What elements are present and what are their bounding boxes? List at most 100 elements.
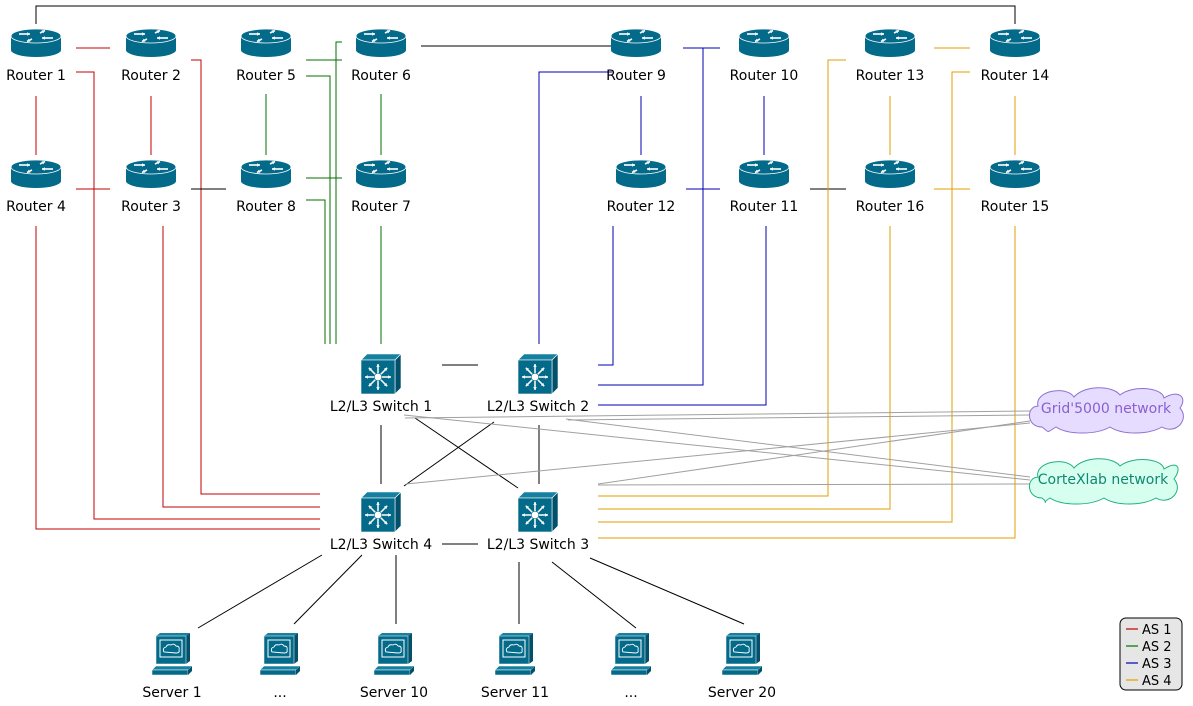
router-icon	[864, 28, 916, 57]
router-label: Router 11	[730, 199, 799, 215]
router-label: Router 10	[730, 68, 799, 84]
link-r8-s1	[306, 199, 326, 344]
cloud-shape	[1029, 458, 1179, 505]
network-label: Grid'5000 network	[1041, 401, 1172, 417]
link-r5-s1	[306, 75, 331, 344]
server-label: ...	[273, 685, 286, 701]
links-layer	[35, 5, 1031, 629]
router-label: Router 15	[981, 199, 1050, 215]
legend-label: AS 2	[1142, 640, 1172, 655]
switch-1: L2/L3 Switch 1	[330, 353, 432, 415]
server-srv1: Server 1	[142, 633, 202, 701]
server-srv11: Server 11	[481, 633, 549, 701]
legend-item: AS 1	[1126, 623, 1172, 638]
link-r2-s4	[191, 59, 320, 495]
switch-3: L2/L3 Switch 3	[487, 491, 589, 553]
router-16: Router 16	[856, 159, 925, 215]
cloud-shape	[1029, 387, 1184, 434]
router-label: Router 14	[981, 68, 1050, 84]
router-label: Router 12	[607, 199, 676, 215]
router-1: Router 1	[6, 28, 66, 84]
link-s1-grid	[404, 410, 1031, 419]
server-label: Server 20	[708, 685, 776, 701]
router-icon	[125, 28, 177, 57]
switch-icon	[517, 353, 559, 395]
switch-4: L2/L3 Switch 4	[330, 491, 432, 553]
link-s3-srv20	[589, 557, 745, 625]
server-label: ...	[624, 685, 637, 701]
router-13: Router 13	[856, 28, 925, 84]
link-s3-srv-b	[551, 561, 637, 629]
router-label: Router 5	[236, 68, 296, 84]
grid-network-cloud: Grid'5000 network	[1029, 387, 1184, 434]
server-icon	[721, 633, 763, 676]
link-r1-r14	[35, 5, 1016, 24]
router-label: Router 2	[121, 68, 181, 84]
link-r3-s4	[162, 226, 320, 508]
router-icon	[10, 28, 62, 57]
router-icon	[989, 159, 1041, 188]
router-label: Router 3	[121, 199, 181, 215]
server-icon	[610, 633, 652, 676]
router-12: Router 12	[607, 159, 676, 215]
link-r10-s2	[598, 47, 720, 386]
cortex-network-cloud: CorteXlab network	[1029, 458, 1179, 505]
router-icon	[10, 159, 62, 188]
switch-icon	[360, 491, 402, 533]
router-icon	[864, 159, 916, 188]
router-icon	[738, 159, 790, 188]
router-label: Router 13	[856, 68, 925, 84]
link-r13-s3	[598, 59, 846, 497]
server-label: Server 11	[481, 685, 549, 701]
network-label: CorteXlab network	[1038, 472, 1169, 488]
link-r12-s2	[598, 226, 614, 366]
switch-icon	[360, 353, 402, 395]
server-srv10: Server 10	[360, 633, 428, 701]
router-9: Router 9	[606, 28, 666, 84]
link-r15-s3	[598, 226, 1016, 539]
link-s2-cortex	[565, 418, 1031, 478]
server-srv_a: ...	[259, 633, 301, 701]
server-srv20: Server 20	[708, 633, 776, 701]
link-s2-s4	[403, 421, 495, 487]
router-label: Router 1	[6, 68, 66, 84]
router-icon	[240, 28, 292, 57]
router-label: Router 7	[351, 199, 411, 215]
router-2: Router 2	[121, 28, 181, 84]
server-icon	[494, 633, 536, 676]
switch-icon	[517, 491, 559, 533]
server-label: Server 10	[360, 685, 428, 701]
router-icon	[355, 159, 407, 188]
link-r4-s4	[35, 226, 320, 530]
legend-item: AS 3	[1126, 657, 1172, 672]
link-s4-srv-a	[293, 554, 363, 625]
switch-label: L2/L3 Switch 2	[487, 399, 589, 415]
router-label: Router 16	[856, 199, 925, 215]
legend-item: AS 4	[1126, 674, 1172, 689]
legend: AS 1 AS 2 AS 3 AS 4	[1119, 617, 1183, 691]
router-label: Router 6	[351, 68, 411, 84]
router-11: Router 11	[730, 159, 799, 215]
link-s3-grid	[597, 420, 1031, 485]
link-r1-s4	[76, 71, 320, 520]
router-icon	[738, 28, 790, 57]
link-r6-s1-a	[335, 41, 342, 344]
server-icon	[373, 633, 415, 676]
router-icon	[240, 159, 292, 188]
router-7: Router 7	[351, 159, 411, 215]
router-15: Router 15	[981, 159, 1050, 215]
switch-label: L2/L3 Switch 3	[487, 537, 589, 553]
link-s1-s3	[414, 417, 519, 489]
link-r14-s3	[598, 71, 970, 523]
link-s1-cortex	[403, 414, 1031, 481]
switch-label: L2/L3 Switch 4	[330, 537, 432, 553]
legend-label: AS 1	[1142, 623, 1172, 638]
link-s2-grid	[567, 414, 1031, 421]
router-6: Router 6	[351, 28, 411, 84]
server-icon	[151, 633, 193, 676]
legend-label: AS 4	[1142, 674, 1172, 689]
router-label: Router 4	[6, 199, 66, 215]
router-icon	[989, 28, 1041, 57]
router-14: Router 14	[981, 28, 1050, 84]
